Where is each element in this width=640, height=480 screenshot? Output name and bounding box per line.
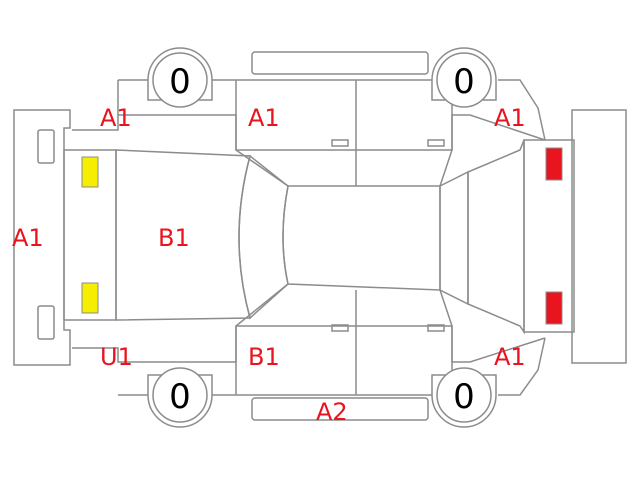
code-hood: B1: [158, 224, 190, 252]
tire-rear-left-value: 0: [453, 62, 475, 102]
code-rear-left-quarter: A1: [494, 104, 526, 132]
tire-rear-right: 0: [431, 367, 497, 428]
tire-front-left-value: 0: [169, 62, 191, 102]
tire-rear-right-value: 0: [453, 377, 475, 417]
right-rocker-panel: [251, 397, 429, 421]
code-front-left-fender: A1: [100, 104, 132, 132]
code-front-right-door: B1: [248, 343, 280, 371]
code-rear-right-quarter: A1: [494, 343, 526, 371]
code-front-left-door: A1: [248, 104, 280, 132]
rear-bumper: [523, 109, 627, 364]
front-light-top: [81, 156, 99, 188]
tire-rear-left: 0: [431, 47, 497, 108]
rear-light-bottom: [545, 291, 563, 325]
code-front-right-fender: U1: [100, 343, 133, 371]
tire-front-right-value: 0: [169, 377, 191, 417]
front-bumper: [13, 109, 71, 366]
code-right-rocker-panel: A2: [316, 398, 348, 426]
code-front-bumper: A1: [12, 224, 44, 252]
tire-front-right: 0: [147, 367, 213, 428]
left-rocker-panel: [251, 51, 429, 75]
tire-front-left: 0: [147, 47, 213, 108]
rear-light-top: [545, 147, 563, 181]
car-body: [63, 79, 546, 396]
front-light-bottom: [81, 282, 99, 314]
